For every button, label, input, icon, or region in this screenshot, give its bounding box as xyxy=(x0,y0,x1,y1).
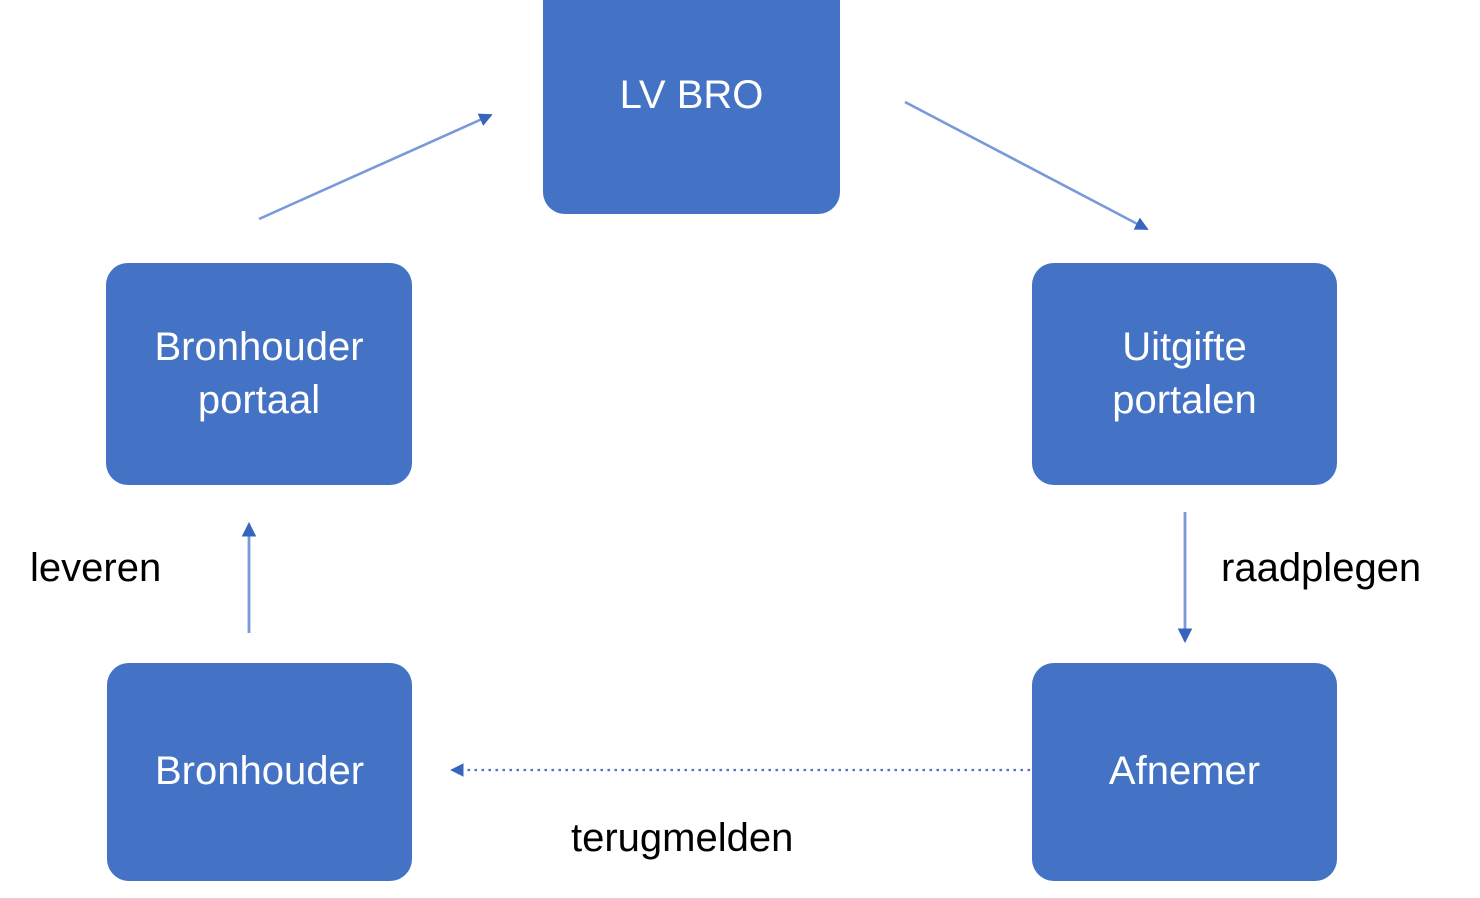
node-uitgifte-portalen-label: Uitgifte portalen xyxy=(1112,324,1257,422)
node-afnemer-label: Afnemer xyxy=(1108,749,1261,794)
node-bronhouder-portaal[interactable]: Bronhouder portaal xyxy=(106,263,412,485)
node-bronhouder[interactable]: Bronhouder xyxy=(107,663,412,881)
edge-bronhouder-portaal-to-lv-bro xyxy=(258,113,493,221)
node-lv-bro[interactable]: LV BRO xyxy=(543,0,840,214)
edge-lv-bro-to-uitgifte-portalen xyxy=(904,100,1149,231)
node-bronhouder-label: Bronhouder xyxy=(154,749,365,794)
edge-label-leveren: leveren xyxy=(30,546,162,590)
node-bronhouder-portaal-label: Bronhouder portaal xyxy=(154,324,364,422)
edge-label-raadplegen: raadplegen xyxy=(1221,546,1422,590)
edge-label-terugmelden: terugmelden xyxy=(571,816,794,860)
node-afnemer[interactable]: Afnemer xyxy=(1032,663,1337,881)
node-lv-bro-label: LV BRO xyxy=(619,73,764,118)
node-uitgifte-portalen[interactable]: Uitgifte portalen xyxy=(1032,263,1337,485)
